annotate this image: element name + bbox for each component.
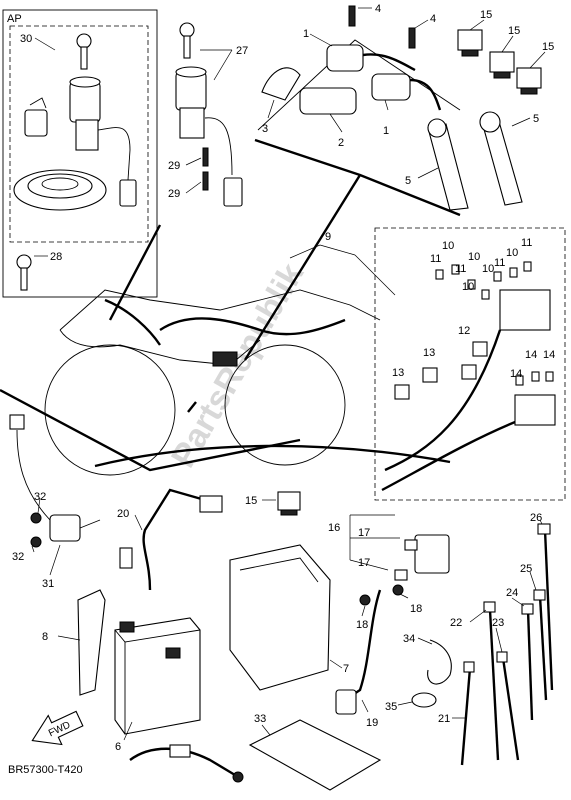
callout-5b: 5 bbox=[533, 113, 539, 125]
callout-9: 9 bbox=[325, 231, 331, 243]
callout-6: 6 bbox=[115, 741, 121, 753]
forward-arrow-icon: FWD bbox=[31, 710, 84, 746]
key-icon bbox=[76, 33, 92, 70]
callout-13b: 13 bbox=[392, 367, 404, 379]
callout-4b: 4 bbox=[430, 13, 436, 25]
callout-19: 19 bbox=[366, 717, 378, 729]
fuel-cap-icon bbox=[13, 169, 107, 211]
callout-12: 12 bbox=[458, 325, 470, 337]
callout-1a: 1 bbox=[303, 28, 309, 40]
battery-group: 8 6 FWD 20 15 bbox=[31, 488, 301, 783]
callout-5a: 5 bbox=[405, 175, 411, 187]
callout-2: 2 bbox=[338, 137, 344, 149]
callout-20: 20 bbox=[117, 508, 129, 520]
callout-28: 28 bbox=[50, 251, 62, 263]
callout-29a: 29 bbox=[168, 160, 180, 172]
callout-21: 21 bbox=[438, 713, 450, 725]
callout-35: 35 bbox=[385, 701, 397, 713]
seat-lock-icon bbox=[24, 97, 48, 137]
ap-label: AP bbox=[7, 13, 22, 25]
callout-13a: 13 bbox=[423, 347, 435, 359]
callout-11c: 11 bbox=[494, 257, 505, 269]
callout-10d: 10 bbox=[506, 247, 518, 259]
main-switch-group: 27 29 29 bbox=[168, 22, 248, 207]
clamp-group: 34 35 bbox=[385, 633, 452, 713]
spare-key-icon bbox=[16, 254, 32, 291]
callout-34: 34 bbox=[403, 633, 415, 645]
sensor-group: 32 32 31 bbox=[9, 414, 101, 590]
section-separators bbox=[0, 138, 461, 472]
callout-26: 26 bbox=[530, 512, 542, 524]
callout-22: 22 bbox=[450, 617, 462, 629]
callout-24: 24 bbox=[506, 587, 518, 599]
callout-8: 8 bbox=[42, 631, 48, 643]
callout-4a: 4 bbox=[375, 3, 381, 15]
callout-27: 27 bbox=[236, 45, 248, 57]
motorcycle-outline: 9 bbox=[44, 231, 396, 476]
callout-33: 33 bbox=[254, 713, 266, 725]
callout-11d: 11 bbox=[521, 237, 532, 249]
callout-29b: 29 bbox=[168, 188, 180, 200]
diagram-code: BR57300-T420 bbox=[8, 764, 83, 776]
main-switch-icon bbox=[69, 76, 137, 207]
callout-23: 23 bbox=[492, 617, 504, 629]
key-icon bbox=[179, 22, 195, 59]
callout-18a: 18 bbox=[356, 619, 368, 631]
callout-10e: 10 bbox=[462, 281, 474, 293]
fuse-box-group: 10 10 10 10 10 11 11 11 11 12 13 13 14 1… bbox=[374, 227, 566, 501]
ap-kit-box: AP 30 28 bbox=[2, 9, 158, 298]
callout-14c: 14 bbox=[543, 349, 555, 361]
callout-1b: 1 bbox=[383, 125, 389, 137]
callout-30: 30 bbox=[20, 33, 32, 45]
starter-relay-group: 16 17 17 18 18 19 bbox=[328, 514, 450, 729]
callout-32b: 32 bbox=[12, 551, 24, 563]
callout-10c: 10 bbox=[482, 263, 494, 275]
callout-17a: 17 bbox=[358, 527, 370, 539]
callout-17b: 17 bbox=[358, 557, 370, 569]
relay-group-top: 15 15 15 bbox=[457, 9, 554, 95]
callout-32a: 32 bbox=[34, 491, 46, 503]
cable-tie-group: 21 22 23 24 25 26 bbox=[438, 512, 554, 766]
callout-10a: 10 bbox=[442, 240, 454, 252]
callout-11b: 11 bbox=[455, 263, 466, 275]
callout-18b: 18 bbox=[410, 603, 422, 615]
callout-7: 7 bbox=[343, 663, 349, 675]
callout-14b: 14 bbox=[525, 349, 537, 361]
callout-15a: 15 bbox=[480, 9, 492, 21]
callout-14a: 14 bbox=[510, 368, 522, 380]
callout-10b: 10 bbox=[468, 251, 480, 263]
ignition-coil-group: 1 1 2 3 4 4 5 5 bbox=[257, 3, 539, 211]
callout-11a: 11 bbox=[430, 253, 441, 265]
callout-16: 16 bbox=[328, 522, 340, 534]
callout-15b: 15 bbox=[508, 25, 520, 37]
fuse-icons bbox=[435, 261, 554, 386]
callout-15d: 15 bbox=[245, 495, 257, 507]
callout-15c: 15 bbox=[542, 41, 554, 53]
callout-25: 25 bbox=[520, 563, 532, 575]
callout-3: 3 bbox=[262, 123, 268, 135]
battery-cover-group: 7 33 bbox=[229, 544, 382, 791]
callout-31: 31 bbox=[42, 578, 54, 590]
